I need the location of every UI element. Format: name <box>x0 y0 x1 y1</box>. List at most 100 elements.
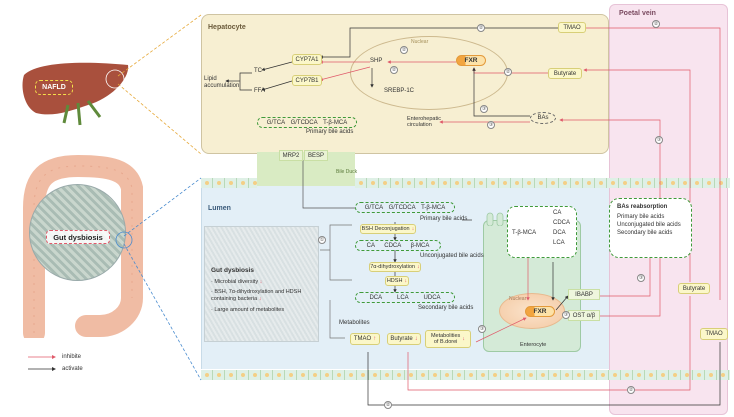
step-marker: ③ <box>478 325 486 333</box>
enterocyte-nuclear-label: Nuclear <box>509 296 527 302</box>
step-marker: ③ <box>480 105 488 113</box>
hdsh-box: HDSH↓ <box>385 276 409 286</box>
epithelial-cell <box>225 370 237 380</box>
ost-label: OST α/β <box>572 312 596 319</box>
epithelial-cell <box>417 370 429 380</box>
lumen-secondary-label: Secondary bile acids <box>418 305 474 311</box>
epithelial-cell <box>681 370 693 380</box>
step-marker: ② <box>400 46 408 54</box>
dysbiosis-panel-title: Gut dysbiosis <box>211 267 254 274</box>
bas-reabsorption-panel: BAs reabsorption Primary bile acids Unco… <box>609 198 692 258</box>
colon-illustration <box>23 154 143 338</box>
cyp7b1-label: CYP7B1 <box>295 77 319 84</box>
epithelial-cell <box>583 178 595 188</box>
step-marker: ② <box>384 401 392 409</box>
mrp2-label: MRP2 <box>282 152 300 159</box>
lumen-unconj-ca: CA <box>366 242 375 249</box>
epithelial-cell <box>549 370 561 380</box>
besp-label: BESP <box>307 152 324 159</box>
epithelium-bottom <box>201 370 730 380</box>
besp-box: BESP <box>304 150 328 161</box>
hepatocyte-primary-bile-acids: G/TCA G/TCDCA T-β-MCA <box>257 117 357 128</box>
epithelial-cell <box>633 370 645 380</box>
epithelial-cell <box>679 178 691 188</box>
metabolites-label: Metabolites <box>339 320 370 326</box>
epithelial-cell <box>643 178 655 188</box>
epithelial-cell <box>237 178 249 188</box>
hepatocyte-butyrate-box: Butyrate <box>548 68 582 79</box>
portal-tmao-box: TMAO <box>700 328 728 340</box>
epithelial-cell <box>333 370 345 380</box>
epithelial-cell <box>655 178 667 188</box>
step-marker: ② <box>477 24 485 32</box>
step-marker: ② <box>504 68 512 76</box>
portal-tmao-label: TMAO <box>705 331 723 337</box>
hep-primary-gtcdca: G/TCDCA <box>290 119 318 126</box>
portal-butyrate-box: Butyrate <box>678 283 710 294</box>
lumen-primary-tbmca: T-β-MCA <box>421 204 446 211</box>
hdsh-label: HDSH <box>386 278 403 284</box>
epithelial-cell <box>345 370 357 380</box>
dysbiosis-item: · Microbial diversity ↓ <box>211 279 263 285</box>
enterocyte-ligand: DCA <box>553 230 566 236</box>
epithelial-cell <box>693 370 705 380</box>
epithelial-cell <box>631 178 643 188</box>
epithelial-cell <box>609 370 621 380</box>
epithelial-cell <box>309 370 321 380</box>
portal-vein-title: Poetal vein <box>619 10 656 17</box>
enterocyte-title: Enterocyte <box>520 342 547 348</box>
epithelial-cell <box>499 178 511 188</box>
shp-label: SHP <box>370 58 383 64</box>
mrp2-box: MRP2 <box>279 150 303 161</box>
gut-dysbiosis-panel: Gut dysbiosis · Microbial diversity ↓ · … <box>204 226 319 342</box>
epithelium-top-left <box>201 178 257 188</box>
dihydroxylation-box: 7α-dihydroxylation↓ <box>369 262 421 272</box>
epithelial-cell <box>573 370 585 380</box>
epithelial-cell <box>607 178 619 188</box>
hepatocyte-nuclear-label: Nuclear <box>411 39 429 45</box>
epithelial-cell <box>405 370 417 380</box>
epithelial-cell <box>463 178 475 188</box>
epithelial-cell <box>717 370 729 380</box>
step-marker: ② <box>627 386 635 394</box>
lumen-secondary-lca: LCA <box>396 294 409 301</box>
epithelial-cell <box>249 178 257 188</box>
bile-duck-label: Bile Duck <box>336 169 358 175</box>
epithelial-cell <box>201 370 213 380</box>
enterocyte-tbmca: T-β-MCA <box>512 230 537 236</box>
lumen-tmao-label: TMAO <box>353 336 372 342</box>
epithelial-cell <box>585 370 597 380</box>
lumen-unconj-label: Unconjugated bile acids <box>420 253 484 259</box>
bsh-label: BSH Deconjugation <box>361 226 410 232</box>
epithelial-cell <box>729 370 730 380</box>
lumen-primary-label: Primary bile acids <box>420 216 468 222</box>
hep-primary-tbmca: T-β-MCA <box>323 119 348 126</box>
bsh-deconjugation-box: BSH Deconjugation↓ <box>360 224 416 234</box>
srebp-label: SREBP-1C <box>384 88 415 94</box>
nafld-label-box: NAFLD <box>35 80 73 95</box>
epithelial-cell <box>321 370 333 380</box>
step-marker: ② <box>390 66 398 74</box>
epithelial-cell <box>429 370 441 380</box>
reabsorption-item: Secondary bile acids <box>617 230 673 236</box>
epithelial-cell <box>715 178 727 188</box>
epithelial-cell <box>475 178 487 188</box>
reabsorption-item: Unconjugated bile acids <box>617 222 681 228</box>
epithelial-cell <box>511 178 523 188</box>
reabsorption-item: Primary bile acids <box>617 214 665 220</box>
tc-label: TC <box>254 68 262 74</box>
epithelial-cell <box>403 178 415 188</box>
legend-activate-label: activate <box>62 366 83 372</box>
lumen-bdorei-box: Metabolities of B.dorei↓ <box>425 330 471 348</box>
epithelial-cell <box>391 178 403 188</box>
dysbiosis-item: · BSH, 7α-dihydroxylation and HDSH conta… <box>211 289 302 302</box>
epithelial-cell <box>427 178 439 188</box>
step-marker: ② <box>652 20 660 28</box>
hep-primary-gtca: G/TCA <box>266 119 286 126</box>
epithelial-cell <box>415 178 427 188</box>
epithelial-cell <box>379 178 391 188</box>
step-marker: ① <box>318 236 326 244</box>
epithelial-cell <box>537 370 549 380</box>
epithelial-cell <box>487 178 499 188</box>
lumen-butyrate-box: Butyrate↓ <box>387 333 421 345</box>
